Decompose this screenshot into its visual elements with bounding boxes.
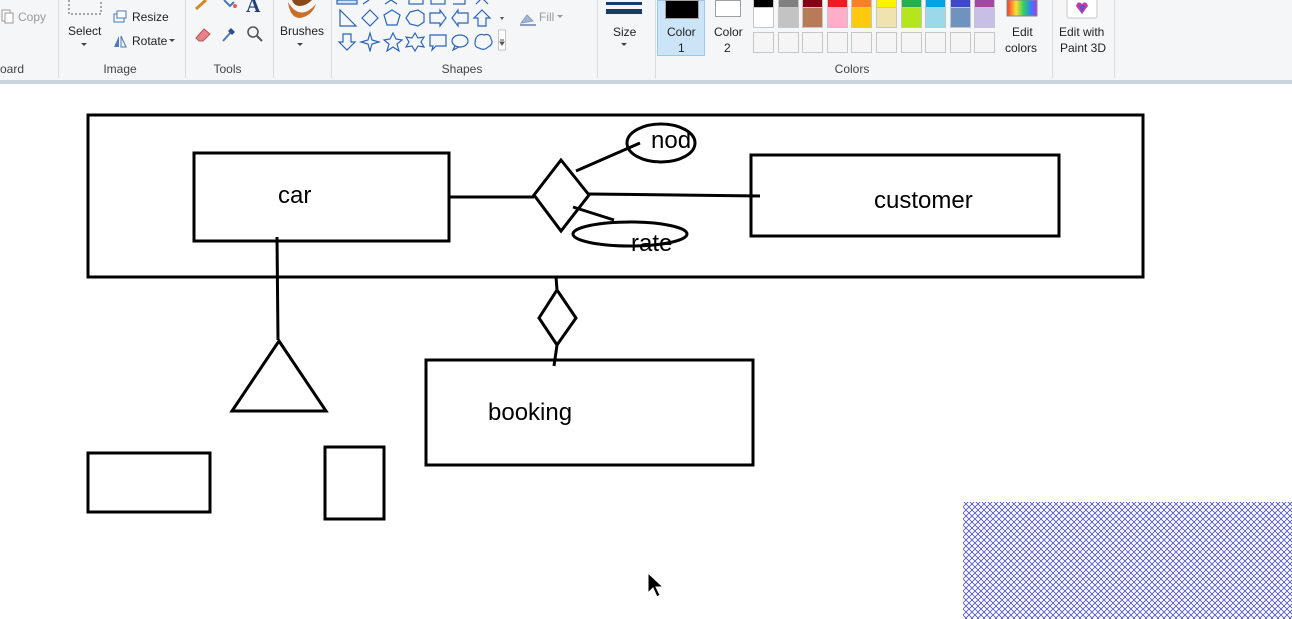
size-button[interactable]: Size [613, 25, 637, 39]
select-button[interactable]: Select [68, 24, 102, 38]
attribute-nod-ellipse [625, 122, 697, 164]
connector-car-triangle [275, 236, 280, 341]
fill-bucket-icon[interactable] [220, 0, 238, 10]
palette-swatch[interactable] [974, 7, 996, 28]
color-1-number: 1 [678, 41, 685, 55]
shapes-gallery[interactable] [336, 0, 498, 52]
connector-booking-bottom [552, 344, 559, 367]
palette-swatch[interactable] [949, 32, 971, 53]
chevron-down-icon[interactable] [296, 42, 304, 48]
subclass-box-right [323, 445, 386, 521]
canvas-drawing: car customer nod rate booking [86, 113, 1292, 619]
eraser-icon[interactable] [193, 25, 213, 43]
fill-button[interactable]: Fill [539, 10, 555, 24]
mouse-cursor-icon [647, 571, 665, 598]
edit-colors-icon[interactable] [1006, 0, 1038, 18]
rotate-icon [114, 35, 127, 48]
drawing-canvas[interactable]: car customer nod rate booking [0, 84, 1292, 619]
text-tool-button[interactable]: A [246, 0, 261, 17]
edit-with-paint3d-button[interactable]: Edit with [1059, 25, 1105, 39]
edit-colors-label: colors [1005, 41, 1038, 55]
attribute-rate-ellipse [571, 220, 689, 248]
pencil-icon[interactable] [194, 0, 212, 10]
palette-swatch[interactable] [802, 7, 824, 28]
palette-swatch[interactable] [753, 7, 774, 28]
edit-with-paint3d-label: Paint 3D [1060, 41, 1107, 55]
copy-icon [1, 9, 14, 24]
attribute-rate-label: rate [631, 230, 672, 257]
outer-aggregation-box [86, 113, 1145, 279]
separator [58, 0, 59, 78]
ribbon-bottom-border [0, 80, 1292, 84]
selection-hatch-area[interactable] [963, 502, 1292, 619]
entity-car-label: car [278, 182, 311, 209]
separator [1114, 0, 1115, 78]
subclass-box-left [86, 451, 212, 514]
separator [331, 0, 332, 78]
palette-swatch[interactable] [753, 32, 774, 53]
entity-booking-box [424, 358, 755, 467]
edit-colors-button[interactable]: Edit [1012, 25, 1033, 39]
color-picker-icon[interactable] [220, 25, 238, 43]
scroll-shapes-icon[interactable] [498, 14, 506, 52]
ribbon: Copy oard Select Resize Rotate Image A T… [0, 0, 1292, 81]
separator [185, 0, 186, 78]
chevron-down-icon[interactable] [168, 38, 176, 44]
brushes-button[interactable]: Brushes [280, 24, 325, 38]
magnifier-icon[interactable] [246, 25, 264, 43]
palette-swatch[interactable] [777, 32, 799, 53]
brush-icon[interactable] [282, 0, 320, 20]
connector-relationship-customer [588, 192, 761, 198]
fill-icon[interactable] [518, 9, 538, 27]
color-2-swatch[interactable] [715, 0, 741, 17]
color-1-label: Color [667, 25, 696, 39]
isa-triangle [229, 338, 329, 413]
paint3d-icon[interactable] [1066, 0, 1098, 20]
shapes-group-label: Shapes [441, 62, 483, 76]
chevron-down-icon[interactable] [80, 42, 88, 48]
size-icon[interactable] [606, 0, 642, 18]
resize-icon [113, 10, 127, 23]
connector-rate [572, 205, 615, 222]
entity-customer-label: customer [874, 187, 973, 214]
palette-swatch[interactable] [900, 32, 922, 53]
palette-swatch[interactable] [876, 7, 897, 28]
palette-swatch[interactable] [974, 32, 996, 53]
rotate-button[interactable]: Rotate [132, 34, 168, 48]
palette-swatch[interactable] [777, 7, 799, 28]
separator [273, 0, 274, 78]
palette-swatch[interactable] [949, 7, 971, 28]
connector-nod [575, 141, 641, 173]
palette-swatch[interactable] [826, 32, 848, 53]
color-2-label[interactable]: Color [714, 25, 743, 39]
color-1-swatch [665, 0, 699, 19]
attribute-nod-label: nod [651, 127, 691, 154]
chevron-down-icon[interactable] [620, 42, 628, 48]
separator [597, 0, 598, 78]
tools-group-label: Tools [213, 62, 242, 76]
palette-swatch[interactable] [900, 7, 922, 28]
separator [1052, 0, 1053, 78]
palette-swatch[interactable] [851, 7, 873, 28]
resize-button[interactable]: Resize [132, 10, 169, 24]
entity-car-box [192, 151, 451, 243]
palette-swatch[interactable] [876, 32, 897, 53]
relationship-diamond [532, 157, 591, 234]
booking-relationship-diamond [537, 287, 578, 348]
palette-swatch[interactable] [925, 7, 947, 28]
select-rectangle-icon [68, 0, 102, 15]
palette-swatch[interactable] [802, 32, 824, 53]
copy-button[interactable]: Copy [18, 10, 47, 24]
chevron-down-icon[interactable] [556, 14, 564, 20]
palette-swatch[interactable] [826, 7, 848, 28]
colors-group-label: Colors [834, 62, 870, 76]
palette-swatch[interactable] [851, 32, 873, 53]
image-group-label: Image [103, 62, 137, 76]
entity-booking-label: booking [488, 399, 572, 426]
palette-swatch[interactable] [925, 32, 947, 53]
clipboard-group-label: oard [0, 62, 25, 76]
color-2-number: 2 [724, 41, 731, 55]
separator [655, 0, 656, 78]
